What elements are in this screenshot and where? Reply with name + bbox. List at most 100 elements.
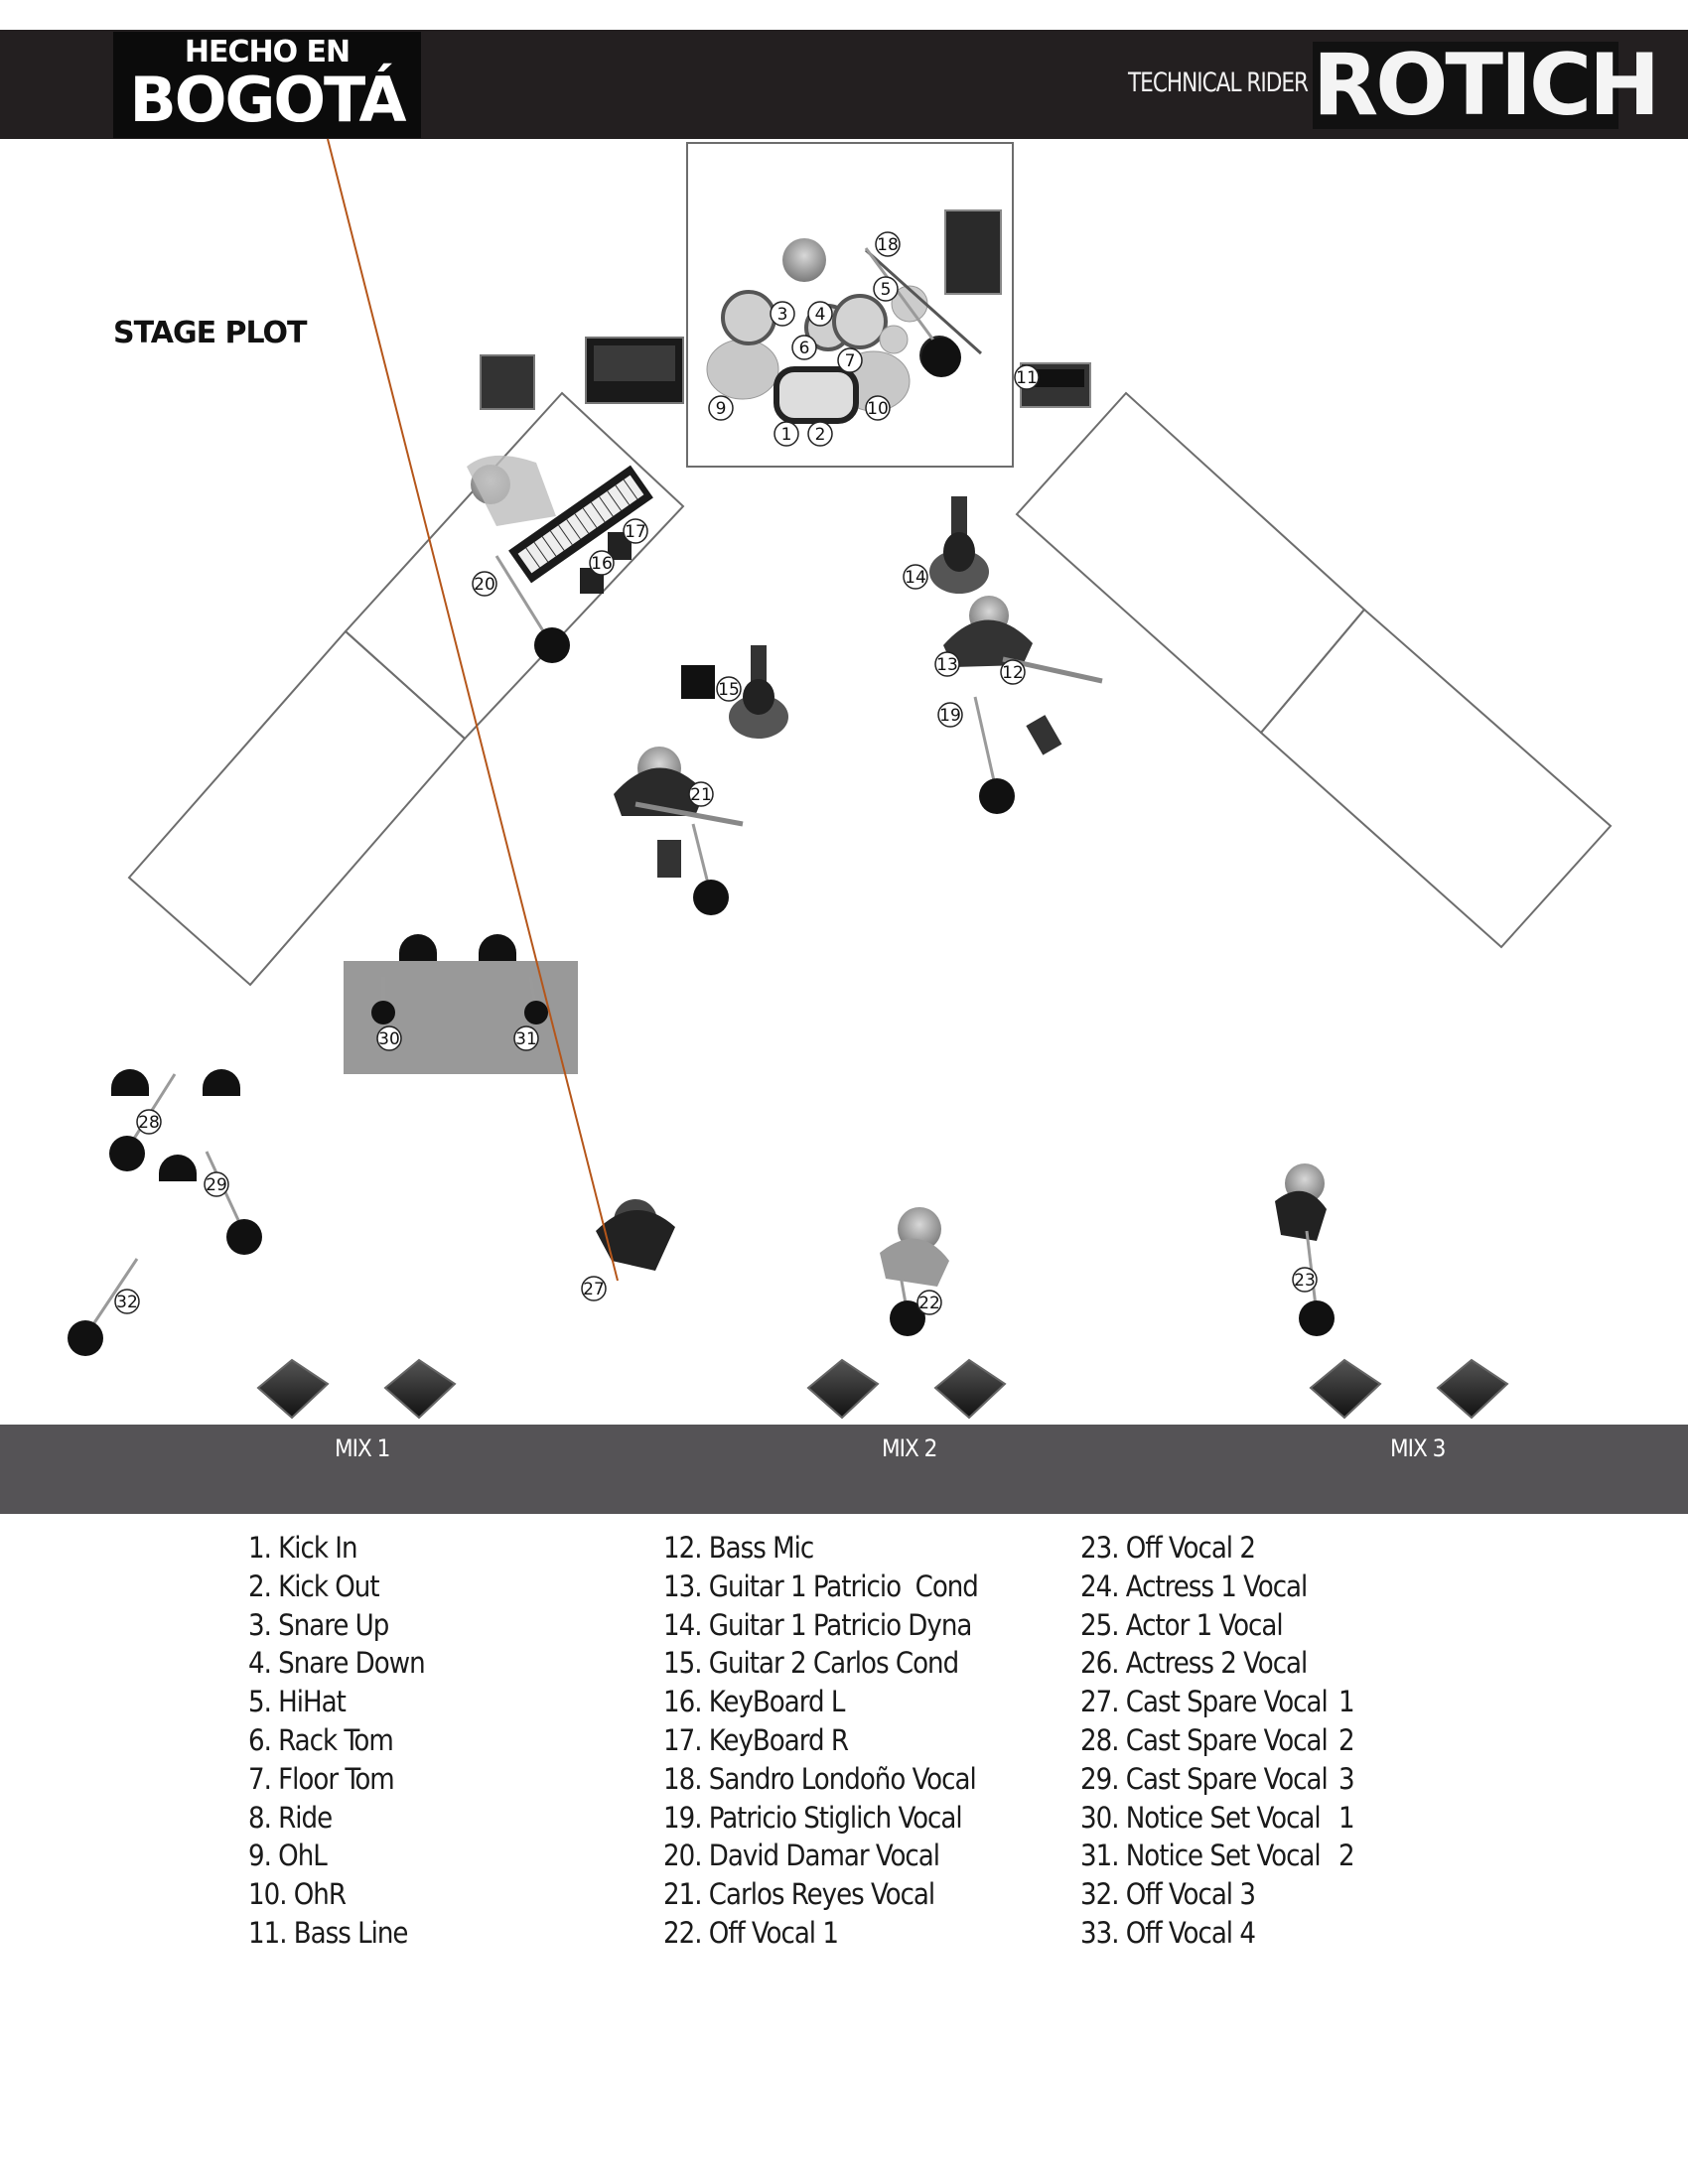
channel-item: 4. Snare Down [248,1646,426,1681]
channel-label: 29. Cast Spare Vocal [1080,1761,1329,1796]
channel-callout-22: 22 [916,1290,942,1315]
channel-callout-12: 12 [1000,659,1026,685]
channel-label: 31. Notice Set Vocal [1080,1839,1322,1873]
channel-callout-18: 18 [875,231,901,257]
channel-item: 20. David Damar Vocal [663,1839,940,1873]
channel-callout-label: 10 [867,399,889,419]
channel-suffix: 1 [1338,1685,1355,1719]
channel-callout-label: 19 [939,706,961,726]
channel-item: 26. Actress 2 Vocal [1080,1644,1328,1683]
mix-1-label: MIX 1 [335,1434,390,1462]
channel-callout-label: 7 [845,351,856,371]
monitor-wedges [256,1358,1509,1420]
channel-callout-27: 27 [581,1276,607,1301]
channel-list-col2: 12. Bass Mic 13. Guitar 1 Patricio Cond … [663,1529,979,1953]
channel-label: 23. Off Vocal 2 [1080,1531,1256,1565]
hihat-right [879,325,909,354]
channel-item: 33. Off Vocal 4 [1080,1914,1328,1953]
hecho-en-bogota-logo: HECHO EN BOGOTÁ [113,32,421,138]
channel-label: 27. Cast Spare Vocal [1080,1685,1329,1719]
channel-callout-15: 15 [716,676,742,702]
ride-cymbal [706,339,779,400]
kick-drum [774,366,859,424]
channel-callout-label: 18 [877,235,899,255]
riser-left-upper [344,391,685,741]
channel-callout-label: 6 [799,339,810,358]
logo-line2: BOGOTÁ [129,64,406,136]
channel-callout-label: 9 [716,399,727,419]
channel-callout-30: 30 [376,1025,402,1051]
guitar-stand-15 [729,645,788,739]
header-bar: HECHO EN BOGOTÁ TECHNICAL RIDER ROTICH [0,30,1688,139]
channel-callout-label: 32 [116,1293,138,1312]
channel-label: 24. Actress 1 Vocal [1080,1569,1308,1603]
logo-line1: HECHO EN [184,35,351,69]
riser-left-lower [127,629,467,987]
channel-callout-28: 28 [136,1109,162,1135]
channel-item: 3. Snare Up [248,1607,389,1642]
channel-callout-label: 12 [1002,663,1024,683]
channel-callout-23: 23 [1292,1267,1318,1293]
channel-item: 9. OhL [248,1839,328,1873]
channel-item: 2. Kick Out [248,1569,380,1603]
channel-item: 15. Guitar 2 Carlos Cond [663,1646,959,1681]
channel-label: 25. Actor 1 Vocal [1080,1607,1284,1642]
channel-item: 32. Off Vocal 3 [1080,1875,1328,1914]
channel-list-col3: 23. Off Vocal 2 24. Actress 1 Vocal 25. … [1080,1529,1355,1953]
pedal-21 [657,840,681,878]
technical-rider-label: TECHNICAL RIDER [1128,68,1309,98]
channel-callout-9: 9 [708,395,734,421]
channel-callout-label: 15 [718,680,740,700]
channel-item: 24. Actress 1 Vocal [1080,1568,1328,1606]
channel-callout-label: 20 [474,575,495,595]
stage-plot-title: STAGE PLOT [113,316,308,350]
channel-callout-label: 29 [206,1175,227,1195]
floor-tom [832,294,888,349]
channel-item: 19. Patricio Stiglich Vocal [663,1800,963,1835]
chairs [111,934,516,1181]
channel-item: 13. Guitar 1 Patricio Cond [663,1569,979,1603]
mix-3-label: MIX 3 [1390,1434,1446,1462]
channel-item: 10. OhR [248,1877,347,1912]
channel-callout-label: 3 [777,305,788,325]
channel-suffix: 1 [1338,1800,1355,1835]
performers [596,496,1327,1287]
channel-callout-label: 2 [815,425,826,445]
channel-item: 1. Kick In [248,1531,357,1565]
channel-item: 12. Bass Mic [663,1531,814,1565]
channel-callout-14: 14 [903,564,928,590]
channel-callout-label: 23 [1294,1271,1316,1291]
channel-callout-label: 11 [1016,368,1038,388]
channel-callout-31: 31 [513,1025,539,1051]
channel-item: 11. Bass Line [248,1915,408,1950]
channel-callout-13: 13 [934,651,960,677]
pedal-12 [1026,715,1062,755]
channel-item: 18. Sandro Londoño Vocal [663,1761,977,1796]
channel-callout-label: 21 [690,785,712,805]
channel-callout-label: 28 [138,1113,160,1133]
channel-callout-label: 5 [881,280,892,300]
channel-callout-19: 19 [937,702,963,728]
channel-callout-7: 7 [837,347,863,373]
bass-amp-cabinet [944,209,1002,295]
channel-list-col1: 1. Kick In 2. Kick Out 3. Snare Up 4. Sn… [248,1529,426,1953]
channel-callout-20: 20 [472,571,497,597]
channel-label: 28. Cast Spare Vocal [1080,1722,1329,1757]
channel-item: 5. HiHat [248,1685,347,1719]
channel-item: 25. Actor 1 Vocal [1080,1606,1328,1645]
channel-callout-10: 10 [865,395,891,421]
channel-item: 22. Off Vocal 1 [663,1915,839,1950]
channel-item: 17. KeyBoard R [663,1722,849,1757]
channel-callout-4: 4 [807,301,833,327]
keyboard-setup [467,455,653,594]
channel-callout-16: 16 [589,550,615,576]
channel-callout-29: 29 [204,1171,229,1197]
channel-callout-32: 32 [114,1289,140,1314]
guitar-di-box [681,665,715,699]
riser-right-upper [1015,391,1366,735]
channel-label: 32. Off Vocal 3 [1080,1877,1256,1912]
rack-tom-left [721,290,776,345]
channel-callout-17: 17 [623,518,648,544]
